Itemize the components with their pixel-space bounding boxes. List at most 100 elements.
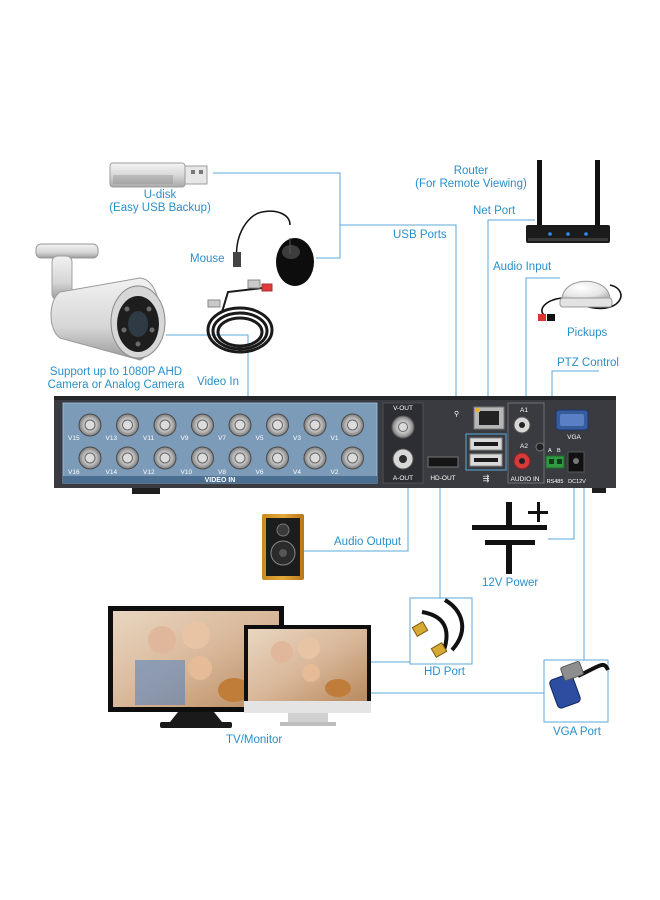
speaker-icon	[262, 514, 304, 580]
bnc-connector-center-v1	[347, 419, 358, 431]
channel-label-v2: V2	[331, 469, 339, 476]
bnc-connector-center-v5	[272, 419, 283, 431]
bnc-connectors-top	[78, 413, 364, 437]
network-port	[473, 406, 505, 430]
channel-label-v8: V8	[218, 469, 226, 476]
tv-monitor-icon	[108, 606, 371, 728]
bnc-connector-center-v7	[234, 419, 246, 431]
bnc-cable-icon	[206, 279, 274, 354]
vga-cable-icon	[543, 659, 610, 723]
usb-disk-note: (Easy USB Backup)	[109, 202, 211, 214]
rs485-terminal	[545, 455, 565, 469]
bnc-connector-center-v2	[347, 452, 358, 464]
vga-port	[555, 409, 589, 431]
bnc-connector-center-v3	[309, 419, 321, 431]
v-out-label: V-OUT	[393, 405, 413, 412]
hd-out-label: HD-OUT	[430, 475, 455, 482]
bnc-connector-center-v9	[197, 419, 208, 431]
usb-symbol: ⇶	[483, 474, 490, 483]
channel-label-v16: V16	[68, 469, 80, 476]
audio-in-a1-connector	[513, 416, 531, 434]
bnc-connector-center-v11	[159, 419, 171, 431]
channel-label-v10: V10	[181, 469, 193, 476]
channel-label-v13: V13	[106, 435, 118, 442]
microphone-pickup-icon	[538, 280, 622, 321]
v-out-connector	[391, 415, 415, 439]
bnc-connector-center-v12	[159, 452, 171, 464]
power-symbol-icon	[472, 502, 548, 574]
dc12v-label: DC12V	[568, 479, 586, 485]
video-in-panel-label: VIDEO IN	[205, 477, 236, 484]
audio-in-a2-connector	[513, 452, 531, 470]
dvr-recorder: V15 V13 V11 V9 V7 V5 V3 V1 V16 V14 V12 V10 V8 V6 V4 V2…	[54, 396, 616, 494]
channel-label-v3: V3	[293, 435, 301, 442]
video-in-panel	[62, 402, 378, 484]
video-in-label: Video In	[197, 376, 239, 388]
dc12v-jack	[567, 451, 585, 473]
bnc-connector-center-v8	[234, 452, 246, 464]
usb-disk-label: U-disk (Easy USB Backup)	[100, 189, 220, 215]
net-symbol: ⚲	[454, 410, 459, 418]
mouse-icon	[233, 210, 314, 286]
bnc-connector-center-v15	[84, 419, 96, 431]
vga-port-label: VGA Port	[553, 726, 601, 738]
audio-output-label: Audio Output	[334, 536, 402, 548]
camera-label-line1: Support up to 1080P AHD	[49, 366, 183, 378]
usb-port-pair	[465, 433, 507, 471]
a-out-label: A-OUT	[393, 475, 413, 482]
audio-output-line	[304, 470, 409, 552]
pickups-label: Pickups	[567, 327, 608, 339]
channel-label-v4: V4	[293, 469, 301, 476]
ptz-control-label: PTZ Control	[557, 357, 619, 369]
router-icon	[526, 160, 610, 243]
bnc-connector-center-v14	[122, 452, 133, 464]
bnc-connectors-bottom	[78, 446, 364, 470]
bnc-connector-center-v13	[122, 419, 133, 431]
bnc-connector-center-v10	[197, 452, 208, 464]
router-label: Router (For Remote Viewing)	[405, 165, 537, 191]
hdmi-cable-icon	[409, 597, 473, 665]
channel-label-v12: V12	[143, 469, 155, 476]
audio-input-line	[525, 277, 560, 420]
usb-disk-line	[213, 172, 341, 259]
channel-label-v6: V6	[256, 469, 264, 476]
bnc-connector-center-v16	[84, 452, 96, 464]
vga-label: VGA	[567, 434, 581, 441]
hd-port-label: HD Port	[424, 666, 465, 678]
camera-label: Support up to 1080P AHD Camera or Analog…	[36, 366, 196, 392]
bullet-camera-icon	[35, 243, 166, 361]
power-label: 12V Power	[482, 577, 539, 589]
channel-label-v14: V14	[106, 469, 118, 476]
audio-in-label: AUDIO IN	[511, 476, 540, 483]
bnc-connector-center-v4	[309, 452, 321, 464]
channel-label-v9: V9	[181, 435, 189, 442]
router-note: (For Remote Viewing)	[415, 178, 527, 190]
a2-label: A2	[520, 443, 528, 450]
net-port-label: Net Port	[473, 205, 516, 217]
rs485-label: RS485	[547, 479, 564, 485]
channel-label-v15: V15	[68, 435, 80, 442]
rs485-pin-a: A	[548, 448, 552, 454]
usb-disk-title: U-disk	[143, 189, 177, 201]
channel-label-v1: V1	[331, 435, 339, 442]
channel-label-v11: V11	[143, 435, 154, 442]
bnc-connector-center-v6	[272, 452, 283, 464]
channel-label-v5: V5	[256, 435, 264, 442]
camera-line	[166, 334, 249, 400]
rs485-pin-b: B	[557, 448, 561, 454]
router-title: Router	[453, 165, 489, 177]
channel-label-v7: V7	[218, 435, 226, 442]
family-photo-face	[148, 626, 176, 654]
ground-screw	[535, 442, 545, 452]
usb-flash-drive-icon	[109, 162, 208, 188]
tv-monitor-label: TV/Monitor	[226, 734, 283, 746]
a-out-connector	[392, 448, 414, 470]
mouse-label: Mouse	[190, 253, 225, 265]
net-port-line	[487, 219, 535, 407]
power-line	[548, 482, 575, 540]
usb-ports-label: USB Ports	[393, 229, 447, 241]
camera-label-line2: Camera or Analog Camera	[47, 379, 185, 391]
connector-lines	[166, 172, 599, 694]
audio-input-label: Audio Input	[493, 261, 552, 273]
